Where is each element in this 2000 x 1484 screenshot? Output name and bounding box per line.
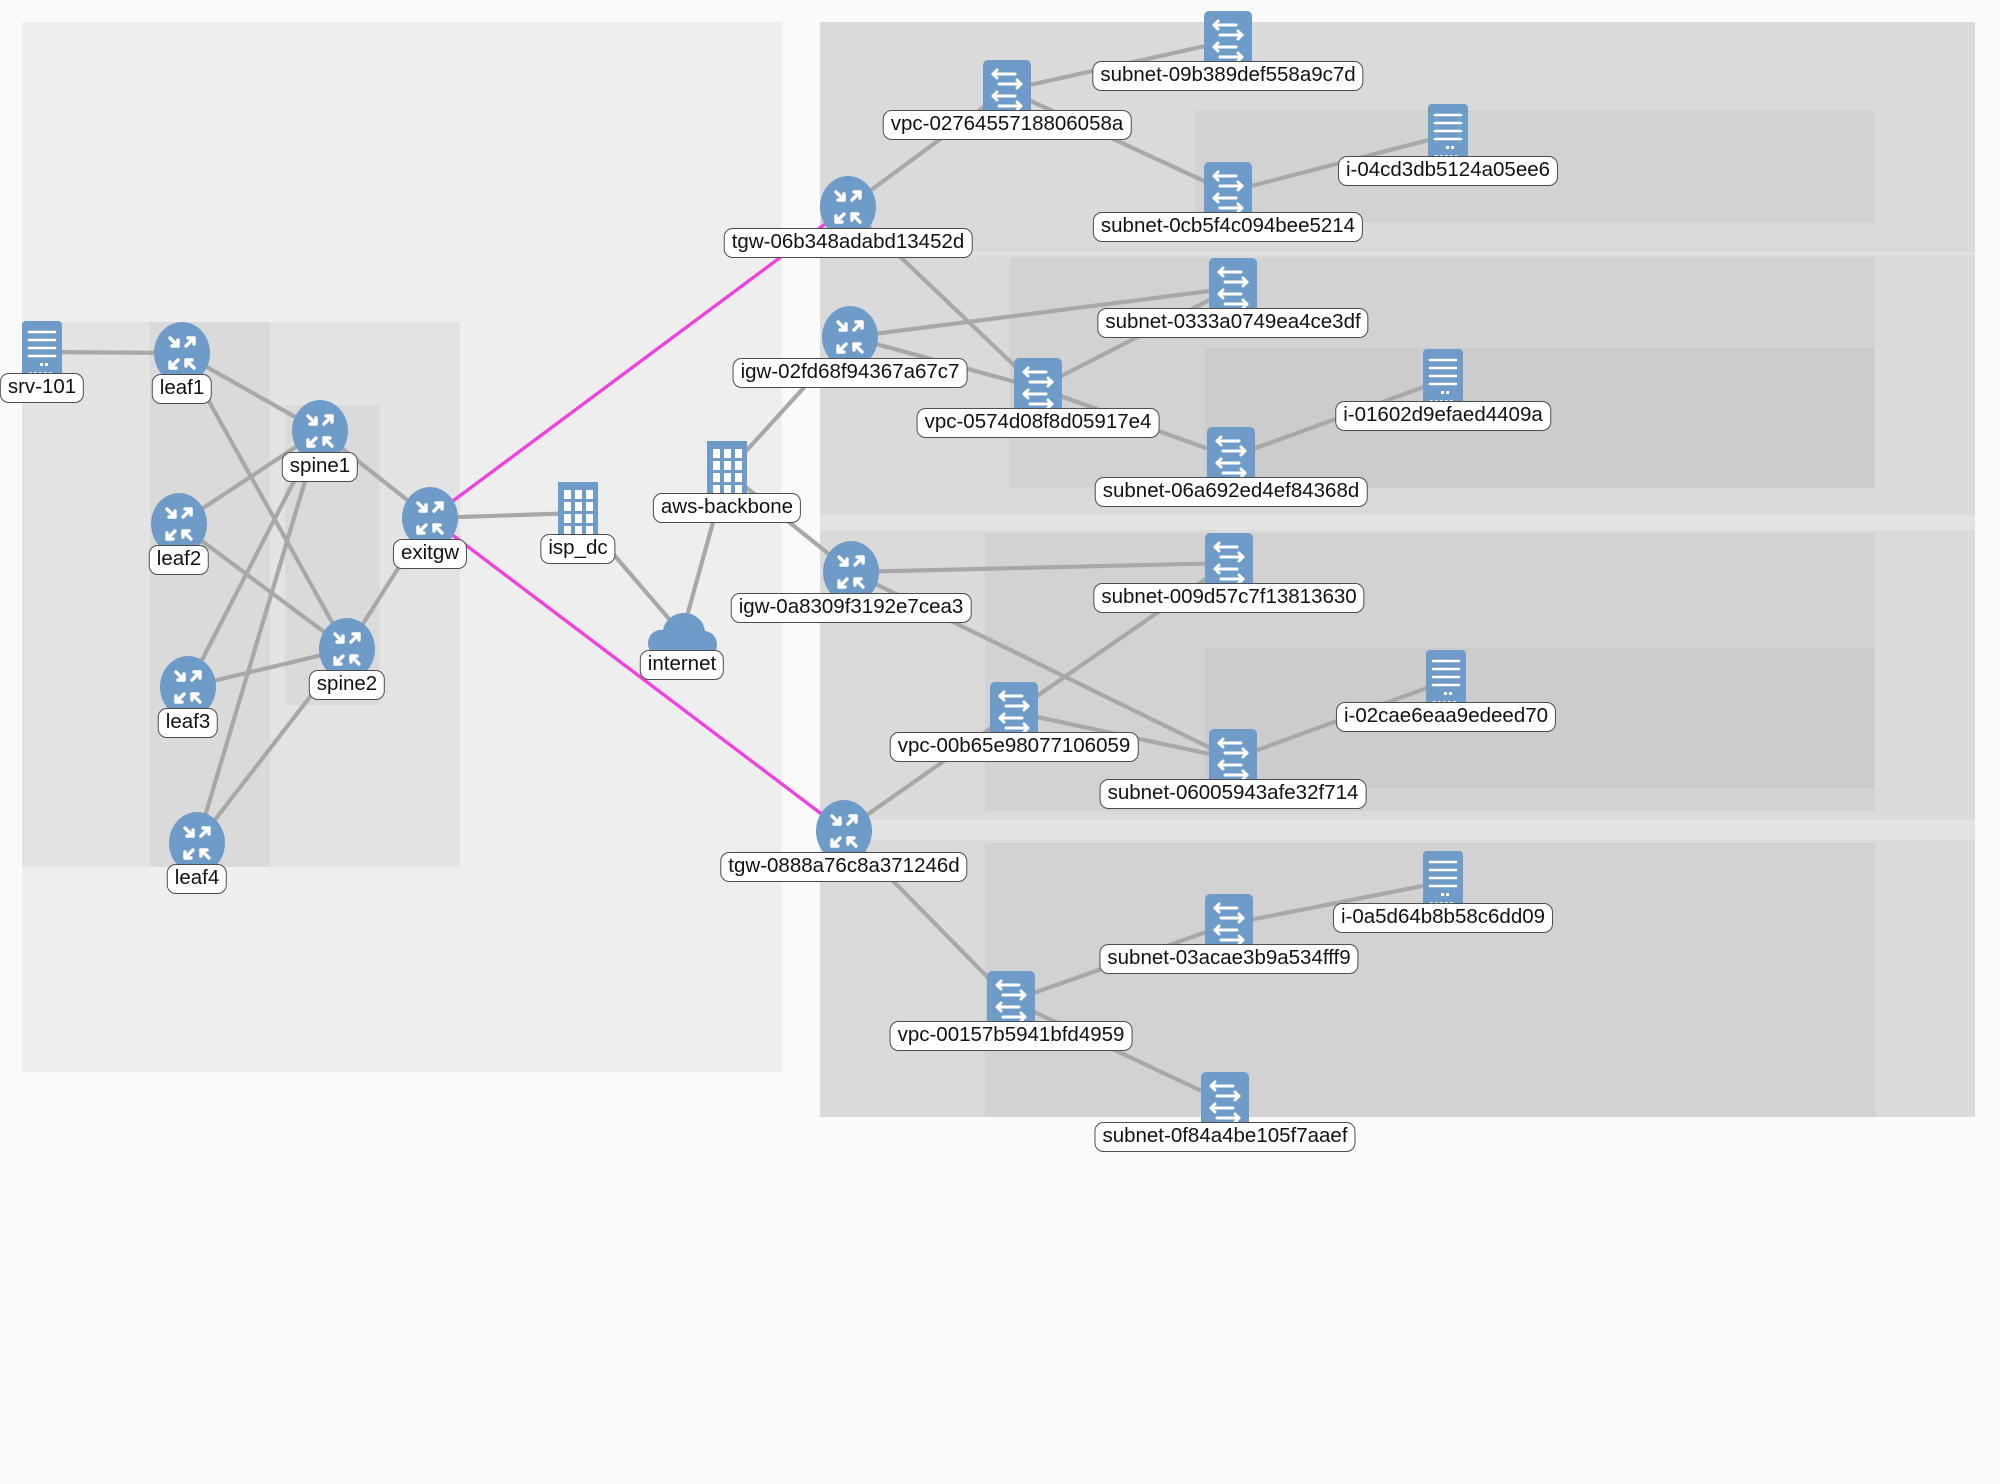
switch-icon	[1201, 1072, 1249, 1132]
node-label: vpc-00b65e98077106059	[889, 732, 1139, 762]
node-label: leaf2	[148, 545, 210, 575]
node-label: spine1	[281, 452, 359, 482]
router-icon	[160, 656, 216, 718]
node-spine2[interactable]: spine2	[308, 618, 386, 700]
switch-icon	[1209, 729, 1257, 789]
node-subnet-009d57c7f13813630[interactable]: subnet-009d57c7f13813630	[1093, 533, 1365, 613]
server-icon	[1428, 104, 1468, 166]
node-i-01602d9efaed4409a[interactable]: i-01602d9efaed4409a	[1335, 349, 1551, 431]
router-icon	[822, 306, 878, 368]
node-label: igw-02fd68f94367a67c7	[732, 358, 968, 388]
switch-icon	[1205, 894, 1253, 954]
node-i-02cae6eaa9edeed70[interactable]: i-02cae6eaa9edeed70	[1335, 650, 1557, 732]
node-igw-02fd68f94367a67c7[interactable]: igw-02fd68f94367a67c7	[732, 306, 968, 388]
node-aws-backbone[interactable]: aws-backbone	[652, 441, 802, 523]
node-label: i-0a5d64b8b58c6dd09	[1332, 903, 1554, 933]
node-label: i-01602d9efaed4409a	[1335, 401, 1551, 431]
building-icon	[556, 482, 600, 544]
server-icon	[22, 321, 62, 383]
router-icon	[820, 176, 876, 238]
node-label: subnet-09b389def558a9c7d	[1092, 61, 1364, 91]
switch-icon	[1014, 358, 1062, 418]
switch-icon	[1204, 11, 1252, 71]
node-label: subnet-0333a0749ea4ce3df	[1097, 308, 1369, 338]
node-label: i-02cae6eaa9edeed70	[1335, 702, 1557, 732]
router-icon	[292, 400, 348, 462]
switch-icon	[1204, 162, 1252, 222]
node-label: subnet-03acae3b9a534fff9	[1099, 944, 1359, 974]
router-icon	[154, 322, 210, 384]
node-leaf1[interactable]: leaf1	[151, 322, 213, 404]
building-icon	[705, 441, 749, 503]
node-label: i-04cd3db5124a05ee6	[1337, 156, 1559, 186]
node-label: internet	[639, 650, 725, 680]
node-label: igw-0a8309f3192e7cea3	[730, 593, 972, 623]
node-i-04cd3db5124a05ee6[interactable]: i-04cd3db5124a05ee6	[1337, 104, 1559, 186]
switch-icon	[1209, 258, 1257, 318]
node-label: subnet-0cb5f4c094bee5214	[1092, 212, 1364, 242]
node-igw-0a8309f3192e7cea3[interactable]: igw-0a8309f3192e7cea3	[730, 541, 972, 623]
switch-icon	[990, 682, 1038, 742]
node-label: tgw-0888a76c8a371246d	[720, 852, 968, 882]
node-vpc-0276455718806058a[interactable]: vpc-0276455718806058a	[882, 60, 1132, 140]
node-i-0a5d64b8b58c6dd09[interactable]: i-0a5d64b8b58c6dd09	[1332, 851, 1554, 933]
node-subnet-06005943afe32f714[interactable]: subnet-06005943afe32f714	[1099, 729, 1367, 809]
node-exitgw[interactable]: exitgw	[392, 487, 468, 569]
node-leaf4[interactable]: leaf4	[166, 812, 228, 894]
switch-icon	[987, 971, 1035, 1031]
router-icon	[169, 812, 225, 874]
node-vpc-00b65e98077106059[interactable]: vpc-00b65e98077106059	[889, 682, 1139, 762]
node-label: tgw-06b348adabd13452d	[723, 228, 973, 258]
node-label: subnet-0f84a4be105f7aaef	[1094, 1122, 1356, 1152]
switch-icon	[1205, 533, 1253, 593]
node-subnet-0333a0749ea4ce3df[interactable]: subnet-0333a0749ea4ce3df	[1097, 258, 1369, 338]
cloud-icon	[646, 608, 718, 660]
node-label: vpc-00157b5941bfd4959	[889, 1021, 1133, 1051]
node-leaf3[interactable]: leaf3	[157, 656, 219, 738]
node-isp_dc[interactable]: isp_dc	[540, 482, 616, 564]
server-icon	[1423, 851, 1463, 913]
switch-icon	[1207, 427, 1255, 487]
node-label: subnet-06a692ed4ef84368d	[1094, 477, 1368, 507]
router-icon	[823, 541, 879, 603]
node-vpc-0574d08f8d05917e4[interactable]: vpc-0574d08f8d05917e4	[916, 358, 1160, 438]
node-tgw-0888a76c8a371246d[interactable]: tgw-0888a76c8a371246d	[720, 800, 968, 882]
node-internet[interactable]: internet	[639, 608, 725, 680]
switch-icon	[983, 60, 1031, 120]
node-subnet-0cb5f4c094bee5214[interactable]: subnet-0cb5f4c094bee5214	[1092, 162, 1364, 242]
server-icon	[1423, 349, 1463, 411]
node-spine1[interactable]: spine1	[281, 400, 359, 482]
node-label: srv-101	[0, 373, 85, 403]
node-label: isp_dc	[540, 534, 616, 564]
node-label: leaf4	[166, 864, 228, 894]
node-srv-101[interactable]: srv-101	[0, 321, 85, 403]
node-label: aws-backbone	[652, 493, 802, 523]
node-leaf2[interactable]: leaf2	[148, 493, 210, 575]
node-subnet-03acae3b9a534fff9[interactable]: subnet-03acae3b9a534fff9	[1099, 894, 1359, 974]
node-subnet-06a692ed4ef84368d[interactable]: subnet-06a692ed4ef84368d	[1094, 427, 1368, 507]
server-icon	[1426, 650, 1466, 712]
node-subnet-0f84a4be105f7aaef[interactable]: subnet-0f84a4be105f7aaef	[1094, 1072, 1356, 1152]
router-icon	[402, 487, 458, 549]
node-label: vpc-0276455718806058a	[882, 110, 1132, 140]
node-label: subnet-009d57c7f13813630	[1093, 583, 1365, 613]
node-label: leaf1	[151, 374, 213, 404]
router-icon	[816, 800, 872, 862]
node-label: leaf3	[157, 708, 219, 738]
node-label: subnet-06005943afe32f714	[1099, 779, 1367, 809]
node-label: vpc-0574d08f8d05917e4	[916, 408, 1160, 438]
router-icon	[151, 493, 207, 555]
node-subnet-09b389def558a9c7d[interactable]: subnet-09b389def558a9c7d	[1092, 11, 1364, 91]
node-label: spine2	[308, 670, 386, 700]
node-vpc-00157b5941bfd4959[interactable]: vpc-00157b5941bfd4959	[889, 971, 1133, 1051]
node-label: exitgw	[392, 539, 468, 569]
router-icon	[319, 618, 375, 680]
node-tgw-06b348adabd13452d[interactable]: tgw-06b348adabd13452d	[723, 176, 973, 258]
